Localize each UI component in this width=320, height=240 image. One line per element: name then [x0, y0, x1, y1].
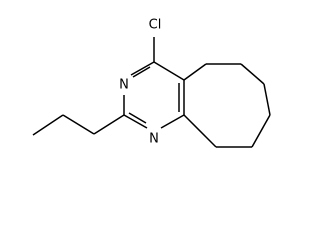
bond-c2-n1-double	[128, 112, 147, 124]
bond-c4-n3-double	[132, 66, 151, 78]
bond-propyl-c1-c2	[62, 114, 95, 135]
atom-label-nitrogen-upper: N	[119, 78, 129, 93]
bond-c4a-c4	[153, 61, 185, 81]
bond-propyl-c2-c3	[32, 114, 64, 136]
atom-label-chlorine: Cl	[149, 18, 162, 33]
bond-n1-c8a	[160, 114, 185, 129]
bond-c10-c8a	[183, 114, 217, 148]
bond-c6-c7	[240, 63, 265, 85]
bond-c2-n1	[123, 114, 148, 129]
atom-label-nitrogen-lower: N	[149, 132, 159, 147]
bond-c2-propyl-c1	[93, 114, 125, 135]
bond-c4a-c5	[183, 63, 207, 81]
bond-c4-n3	[130, 61, 155, 76]
bond-c8-c9	[251, 114, 271, 148]
bond-c7-c8	[263, 83, 271, 116]
chemical-structure-diagram: Cl N N	[32, 18, 271, 148]
